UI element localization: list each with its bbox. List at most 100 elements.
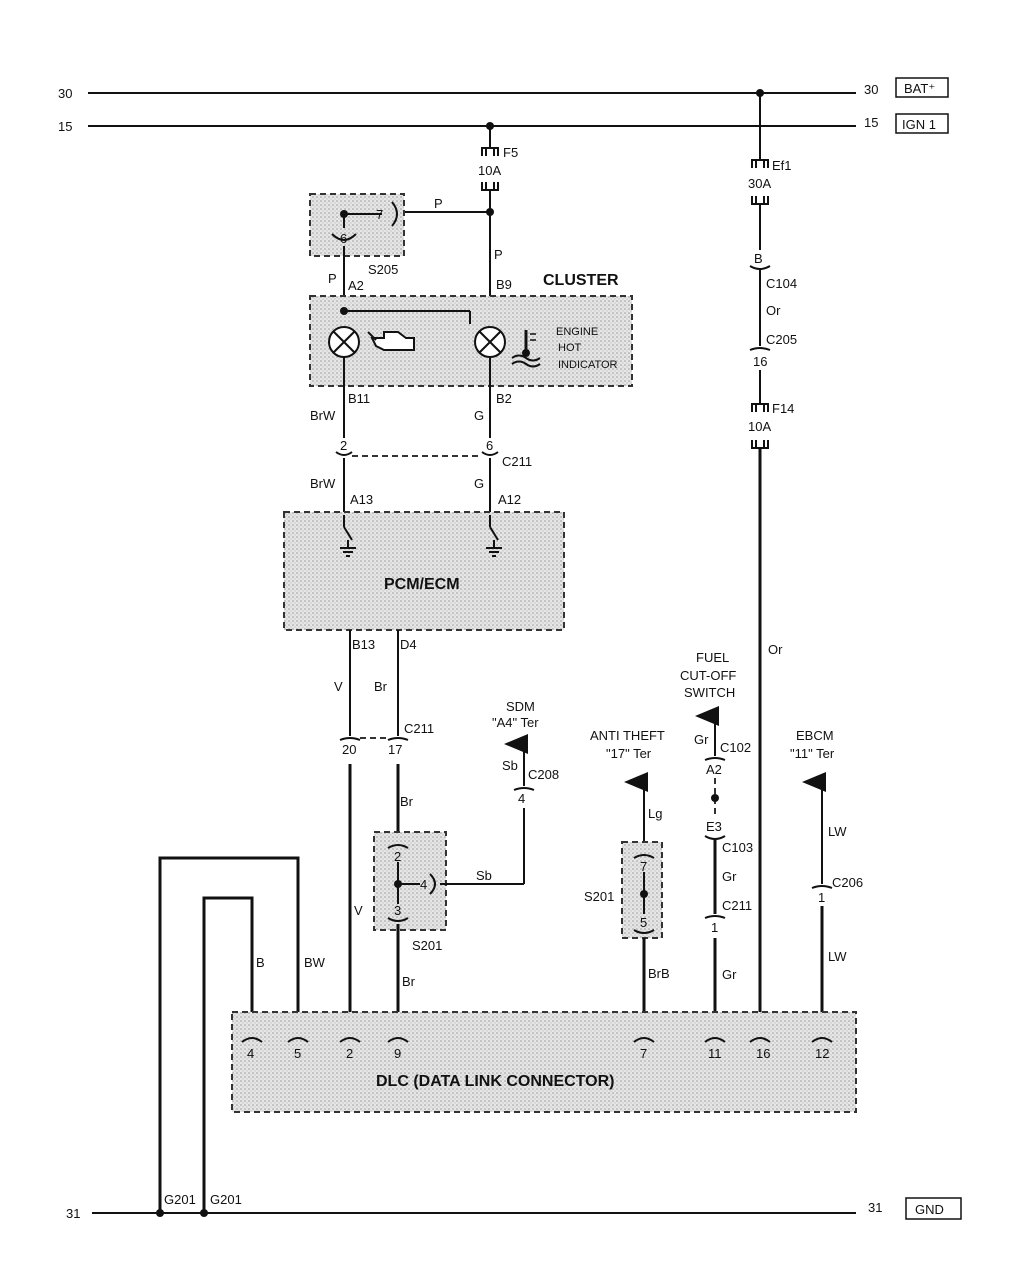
pcm-ecm-module: PCM/ECM: [283, 511, 565, 631]
splice-s205: 7 6 S205 P A2: [309, 193, 405, 325]
cluster-pin-a2: A2: [348, 278, 364, 293]
c103-name: C103: [722, 840, 753, 855]
rail-bat: 30 30 BAT⁺: [58, 77, 949, 101]
pcm-switch-left-icon: [340, 515, 356, 557]
gnd-tag-box: [905, 1197, 962, 1220]
rail-gnd: 31 31 GND: [66, 1197, 962, 1221]
rail-gnd-num-right: 31: [868, 1200, 882, 1215]
ef1-branch: Ef1 30A B C104 Or C205 16 F14 10A Or: [748, 89, 797, 1034]
wire-label-br2: Br: [400, 794, 414, 809]
rail-ign: 15 15 IGN 1: [58, 113, 949, 134]
dest-ebcm-2: "11" Ter: [790, 746, 835, 761]
pcm-pin-d4: D4: [400, 637, 417, 652]
s201-right-pin-bottom: 5: [640, 915, 647, 930]
fuse-f14-rating: 10A: [748, 419, 771, 434]
fuse-f5-name: F5: [503, 145, 518, 160]
bulb-oil-icon: [328, 326, 360, 358]
c206-name: C206: [832, 875, 863, 890]
cluster-pin-b2: B2: [496, 391, 512, 406]
dest-fuel-1: FUEL: [696, 650, 729, 665]
cluster-title: CLUSTER: [543, 272, 619, 289]
bat-tag-box: [895, 77, 949, 98]
cluster-to-c211: B11 BrW B2 G 2 6 C211 BrW A13 G A12: [310, 386, 532, 515]
bulb-engine-hot-icon: [474, 326, 506, 358]
dlc-pin-4: 4: [247, 1046, 254, 1061]
ground-junction-2: [200, 1209, 208, 1217]
c103-pin: E3: [706, 819, 722, 834]
s201-right-pin-top: 7: [640, 859, 647, 874]
c104-pin: B: [754, 251, 763, 266]
wire-label-br3: Br: [402, 974, 416, 989]
c104-name: C104: [766, 276, 797, 291]
c208-name: C208: [528, 767, 559, 782]
c206-pin: 1: [818, 890, 825, 905]
ground-junction-1: [156, 1209, 164, 1217]
dest-sdm-2: "A4" Ter: [492, 715, 539, 730]
wire-label-gr3: Gr: [722, 967, 737, 982]
wire-label-gr2: Gr: [722, 869, 737, 884]
pcm-pin-a13: A13: [350, 492, 373, 507]
wire-label-p2: P: [494, 247, 503, 262]
ground-loops: BW B G201 G201: [156, 856, 326, 1217]
pcm-to-c211: B13 V D4 Br C211 20 17 V Br: [334, 630, 434, 1034]
wire-label-brb: BrB: [648, 966, 670, 981]
wire-label-g2: G: [474, 476, 484, 491]
fuse-f14-name: F14: [772, 401, 794, 416]
pcm-pin-a12: A12: [498, 492, 521, 507]
wire-label-g1: G: [474, 408, 484, 423]
c211-mid-pin-left: 20: [342, 742, 356, 757]
fuse-ef1-name: Ef1: [772, 158, 792, 173]
fuse-ef1-rating: 30A: [748, 176, 771, 191]
wire-label-bw: BW: [304, 955, 326, 970]
wire-label-lg: Lg: [648, 806, 662, 821]
cluster-module: CLUSTER ENGINE HOT INDICA: [309, 272, 633, 387]
cluster-pin-b11: B11: [348, 391, 370, 406]
rail-bat-tag: BAT⁺: [904, 81, 935, 96]
rail-gnd-tag: GND: [915, 1202, 944, 1217]
fuse-f5-icon: [481, 147, 499, 156]
dlc-module: 4 5 2 9 7 11 16 12 DLC (DATA LINK CONNEC…: [231, 1011, 857, 1113]
wire-label-sb2: Sb: [502, 758, 518, 773]
c211-mid-pin-right: 17: [388, 742, 402, 757]
s201-left-pin-bottom: 3: [394, 903, 401, 918]
dlc-pin-12: 12: [815, 1046, 829, 1061]
wire-label-sb1: Sb: [476, 868, 492, 883]
fuse-f5-rating: 10A: [478, 163, 501, 178]
f5-branch: F5 10A P P B9: [404, 122, 518, 325]
anti-theft-branch: ANTI THEFT "17" Ter Lg 7 5 S201 BrB: [584, 728, 670, 1034]
dest-anti-1: ANTI THEFT: [590, 728, 665, 743]
s205-name: S205: [368, 262, 398, 277]
s201-right-name: S201: [584, 889, 614, 904]
c205-pin: 16: [753, 354, 767, 369]
c211-top-pin-right: 6: [486, 438, 493, 453]
s205-pin-b: 6: [340, 231, 347, 246]
dest-sdm-1: SDM: [506, 699, 535, 714]
wire-label-v2: V: [354, 903, 363, 918]
wire-label-b: B: [256, 955, 265, 970]
dlc-pin-16: 16: [756, 1046, 770, 1061]
dlc-title: DLC (DATA LINK CONNECTOR): [376, 1073, 615, 1090]
rail-bat-num-right: 30: [864, 82, 878, 97]
wire-label-gr1: Gr: [694, 732, 709, 747]
wire-label-br1: Br: [374, 679, 388, 694]
s205-pin-a: 7: [376, 207, 383, 222]
pcm-title: PCM/ECM: [384, 576, 460, 593]
dlc-pin-5: 5: [294, 1046, 301, 1061]
rail-gnd-num-left: 31: [66, 1206, 80, 1221]
wire-label-p3: P: [328, 271, 337, 286]
pcm-pin-b13: B13: [352, 637, 375, 652]
rail-ign-num-right: 15: [864, 115, 878, 130]
fuel-cutoff-branch: FUEL CUT-OFF SWITCH Gr C102 A2 E3 C103 G…: [680, 650, 753, 1034]
s201-left-name: S201: [412, 938, 442, 953]
wire-label-or1: Or: [766, 303, 781, 318]
fuse-ef1-icon: [751, 159, 769, 168]
oil-can-icon: [367, 331, 415, 351]
engine-hot-label-1: ENGINE: [556, 326, 598, 338]
thermometer-icon: [511, 330, 541, 368]
dlc-pin-2: 2: [346, 1046, 353, 1061]
wire-label-lw1: LW: [828, 824, 847, 839]
rail-ign-tag: IGN 1: [902, 117, 936, 132]
wire-label-brw2: BrW: [310, 476, 336, 491]
dest-fuel-2: CUT-OFF: [680, 668, 736, 683]
